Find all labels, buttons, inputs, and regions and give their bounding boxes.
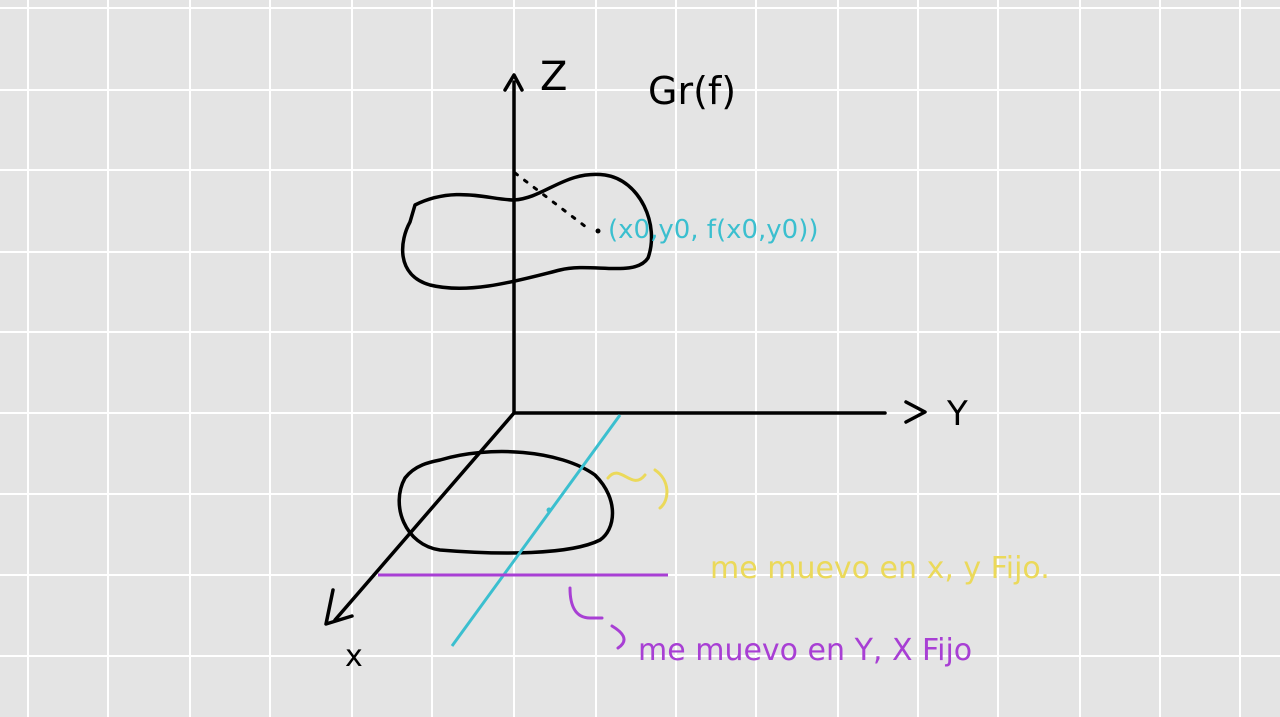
x-axis-arrowhead: [324, 588, 354, 626]
purple-hook-arrow: [568, 586, 626, 650]
z-axis-label: Z: [540, 54, 567, 100]
x-axis-label: x: [345, 639, 363, 674]
z-axis-arrowhead: [503, 73, 524, 92]
domain-blob: [397, 449, 615, 555]
note-move-x: me muevo en x, y Fijo.: [710, 551, 1050, 586]
x-axis-line: [333, 411, 516, 622]
graph-title: Gr(f): [648, 69, 736, 113]
teal-line-y-direction: [450, 414, 622, 647]
axes: [324, 73, 927, 626]
surface-blob: [400, 172, 654, 291]
note-move-y: me muevo en Y, X Fijo: [638, 633, 972, 668]
y-axis-label: Y: [946, 394, 968, 434]
point-on-surface: [595, 228, 601, 234]
projection-dotted-line: [513, 171, 592, 232]
teal-point: [546, 507, 552, 513]
point-label: (x0,y0, f(x0,y0)): [608, 215, 819, 245]
y-axis-arrowhead: [904, 400, 927, 424]
yellow-squiggle-arrow: [606, 468, 669, 510]
